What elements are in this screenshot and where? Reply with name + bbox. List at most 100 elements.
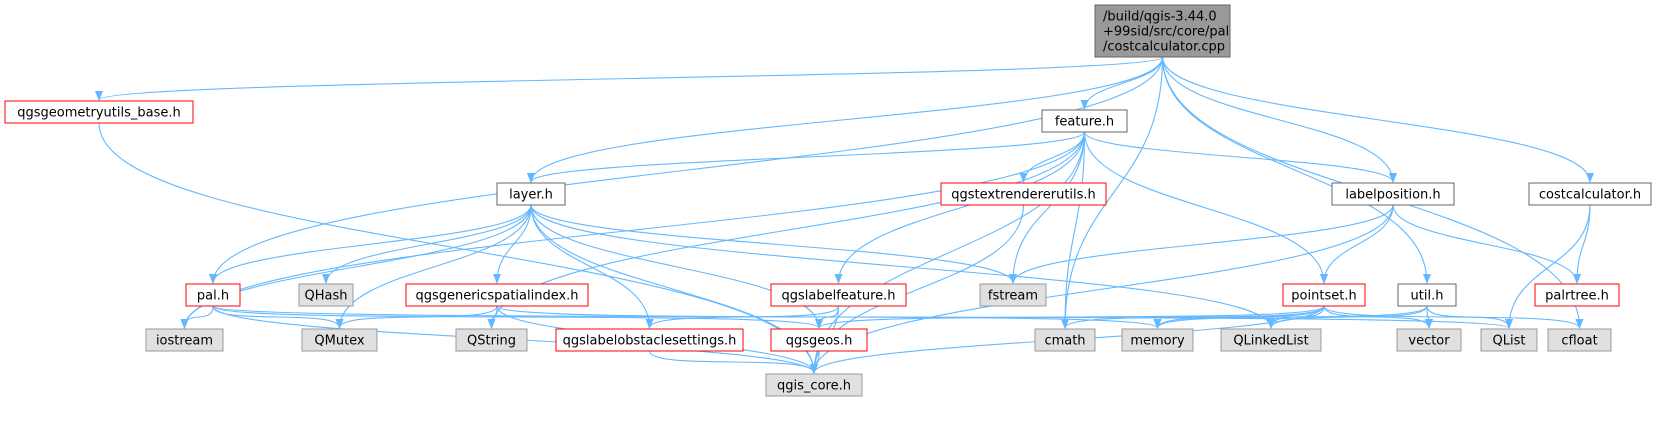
node-pointset_h[interactable]: pointset.h bbox=[1282, 283, 1366, 307]
node-util_h[interactable]: util.h bbox=[1397, 283, 1457, 307]
edge-labelposition_h-to-pointset_h bbox=[1320, 204, 1394, 284]
edge-labelposition_h-to-palrtree_h bbox=[1392, 204, 1581, 284]
edge-costcalculator_cpp-to-util_h bbox=[1161, 56, 1431, 284]
node-box bbox=[1528, 182, 1652, 206]
node-label: qgstextrendererutils.h bbox=[951, 188, 1096, 203]
edge-util_h-to-vector bbox=[1424, 305, 1433, 329]
node-label: QLinkedList bbox=[1233, 334, 1308, 349]
node-label: fstream bbox=[988, 289, 1038, 304]
node-feature_h[interactable]: feature.h bbox=[1041, 109, 1128, 133]
edge-costcalculator_h-to-qlist bbox=[1505, 204, 1591, 329]
edge-qgsgenericspatialindex_h-to-qmutex bbox=[335, 305, 498, 329]
node-box bbox=[405, 283, 589, 307]
node-label: qgis_core.h bbox=[777, 379, 851, 394]
node-label: vector bbox=[1408, 334, 1450, 349]
node-label: palrtree.h bbox=[1545, 289, 1609, 304]
edge-costcalculator_cpp-to-feature_h bbox=[1080, 56, 1164, 110]
node-label: QList bbox=[1493, 334, 1526, 349]
edge-pointset_h-to-cmath bbox=[1061, 305, 1325, 329]
edge-costcalculator_cpp-to-labelposition_h bbox=[1161, 56, 1397, 183]
node-box bbox=[1547, 328, 1612, 352]
edge-qgsgeos_h-to-qgis_core_h bbox=[810, 350, 820, 374]
node-box bbox=[1480, 328, 1538, 352]
edge-layer_h-to-fstream bbox=[530, 204, 1017, 284]
node-qmutex: QMutex bbox=[301, 328, 378, 352]
node-label: costcalculator.h bbox=[1539, 188, 1641, 203]
edge-pointset_h-to-cfloat bbox=[1323, 305, 1584, 329]
edge-pal_h-to-iostream bbox=[180, 305, 214, 329]
node-pal_h[interactable]: pal.h bbox=[185, 283, 241, 307]
node-box bbox=[979, 283, 1047, 307]
node-qlinkedlist: QLinkedList bbox=[1220, 328, 1322, 352]
node-box bbox=[1331, 182, 1455, 206]
node-qhash: QHash bbox=[298, 283, 354, 307]
node-label: qgslabelfeature.h bbox=[781, 289, 895, 304]
edge-layer_h-to-qlinkedlist bbox=[530, 204, 1275, 329]
node-box bbox=[1034, 328, 1096, 352]
node-box bbox=[455, 328, 528, 352]
node-palrtree_h[interactable]: palrtree.h bbox=[1534, 283, 1620, 307]
node-box bbox=[4, 100, 194, 124]
node-iostream: iostream bbox=[145, 328, 224, 352]
node-qgslabelfeature_h[interactable]: qgslabelfeature.h bbox=[770, 283, 907, 307]
node-costcalculator_h[interactable]: costcalculator.h bbox=[1528, 182, 1652, 206]
node-box bbox=[301, 328, 378, 352]
node-label: qgslabelobstaclesettings.h bbox=[563, 334, 737, 349]
node-label: qgsgeos.h bbox=[786, 334, 853, 349]
node-box bbox=[765, 373, 863, 397]
node-qgsgenericspatialindex_h[interactable]: qgsgenericspatialindex.h bbox=[405, 283, 589, 307]
edge-feature_h-to-qgslabelfeature_h bbox=[834, 131, 1086, 284]
node-box bbox=[185, 283, 241, 307]
node-qgstextrendererutils_h[interactable]: qgstextrendererutils.h bbox=[940, 182, 1107, 206]
node-label: iostream bbox=[156, 334, 213, 349]
edge-pal_h-to-qmutex bbox=[212, 305, 344, 329]
node-box bbox=[555, 328, 744, 352]
node-label: qgsgenericspatialindex.h bbox=[415, 289, 578, 304]
edge-labelposition_h-to-fstream bbox=[1009, 204, 1394, 284]
node-box bbox=[1534, 283, 1620, 307]
node-box bbox=[770, 283, 907, 307]
node-box bbox=[1121, 328, 1194, 352]
node-labelposition_h[interactable]: labelposition.h bbox=[1331, 182, 1455, 206]
node-box bbox=[1041, 109, 1128, 133]
edge-costcalculator_cpp-to-cmath bbox=[1061, 56, 1164, 329]
node-qgis_core_h: qgis_core.h bbox=[765, 373, 863, 397]
node-qgslabelobstaclesettings_h[interactable]: qgslabelobstaclesettings.h bbox=[555, 328, 744, 352]
node-costcalculator_cpp[interactable]: /build/qgis-3.44.0+99sid/src/core/pal/co… bbox=[1094, 4, 1231, 58]
node-layer_h[interactable]: layer.h bbox=[496, 182, 566, 206]
node-box bbox=[940, 182, 1107, 206]
node-box bbox=[145, 328, 224, 352]
edge-costcalculator_h-to-palrtree_h bbox=[1573, 204, 1591, 284]
node-label: qgsgeometryutils_base.h bbox=[17, 106, 180, 121]
node-box bbox=[496, 182, 566, 206]
edge-util_h-to-memory bbox=[1153, 305, 1428, 329]
edges-layer bbox=[95, 56, 1594, 374]
edge-layer_h-to-qhash bbox=[322, 204, 532, 284]
edge-costcalculator_cpp-to-layer_h bbox=[527, 56, 1164, 183]
edge-pal_h-to-qgsgeos_h bbox=[212, 305, 823, 329]
edge-feature_h-to-fstream bbox=[1009, 131, 1086, 284]
nodes-layer: /build/qgis-3.44.0+99sid/src/core/pal/co… bbox=[4, 4, 1652, 397]
node-label: /costcalculator.cpp bbox=[1103, 40, 1225, 55]
edge-pointset_h-to-qgsgeos_h bbox=[815, 305, 1325, 329]
node-box bbox=[1094, 4, 1231, 58]
node-label: memory bbox=[1130, 334, 1185, 349]
node-cmath: cmath bbox=[1034, 328, 1096, 352]
node-qgsgeometryutils_base_h[interactable]: qgsgeometryutils_base.h bbox=[4, 100, 194, 124]
edge-feature_h-to-cmath bbox=[1061, 131, 1086, 329]
node-label: cmath bbox=[1044, 334, 1085, 349]
node-label: +99sid/src/core/pal bbox=[1103, 25, 1229, 40]
edge-layer_h-to-qgslabelobstaclesettings_h bbox=[530, 204, 654, 329]
edge-qgslabelobstaclesettings_h-to-qgis_core_h bbox=[648, 350, 818, 374]
edge-qgsgenericspatialindex_h-to-qstring bbox=[487, 305, 498, 329]
node-qgsgeos_h[interactable]: qgsgeos.h bbox=[770, 328, 868, 352]
edge-feature_h-to-layer_h bbox=[527, 131, 1086, 183]
node-memory: memory bbox=[1121, 328, 1194, 352]
edge-costcalculator_cpp-to-qgsgeometryutils_base_h bbox=[95, 56, 1164, 101]
node-label: /build/qgis-3.44.0 bbox=[1103, 10, 1217, 25]
node-box bbox=[1220, 328, 1322, 352]
edge-qgsgeometryutils_base_h-to-qgis_core_h bbox=[98, 122, 818, 374]
node-label: pal.h bbox=[197, 289, 229, 304]
edge-feature_h-to-labelposition_h bbox=[1083, 131, 1397, 183]
